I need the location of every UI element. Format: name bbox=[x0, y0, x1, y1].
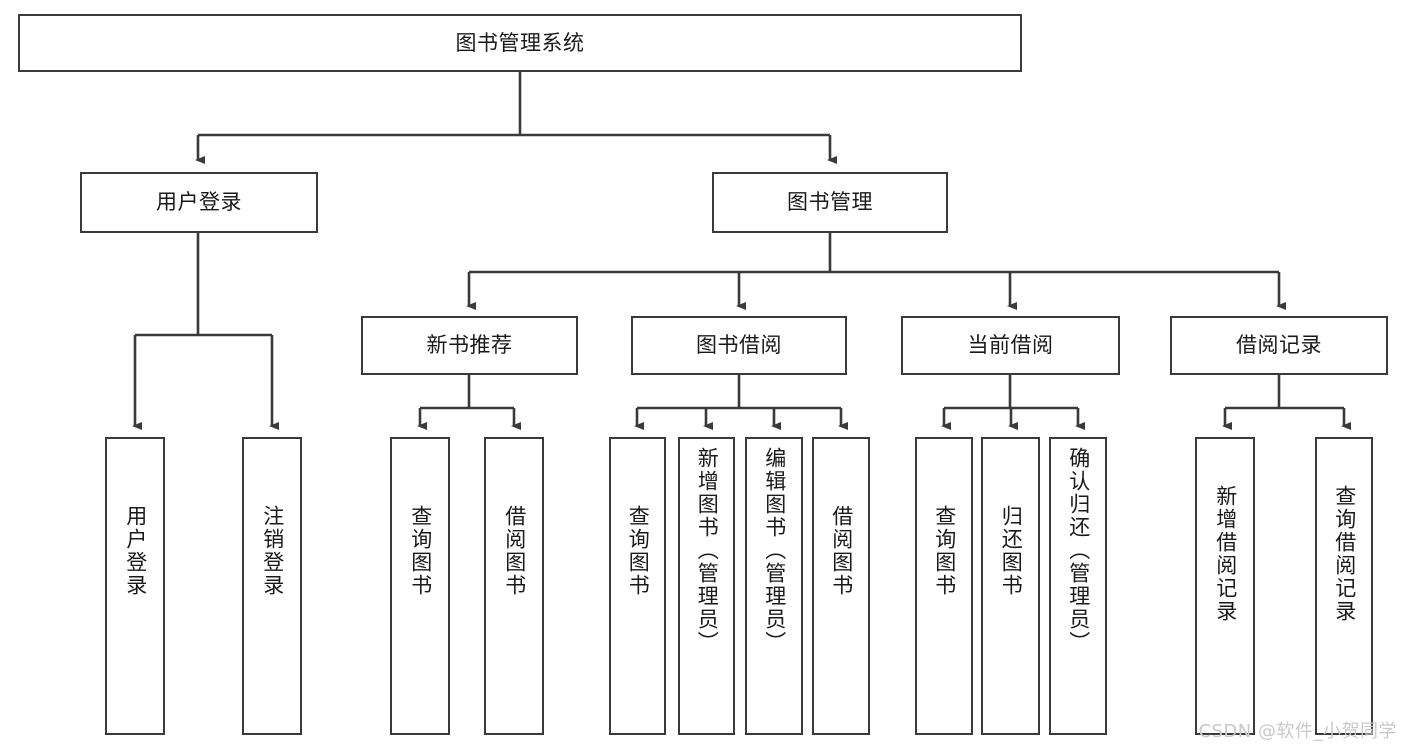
leaf-user-logout[interactable]: 注销登录 bbox=[242, 437, 302, 735]
node-label: 查询图书 bbox=[408, 505, 433, 597]
node-label: 图书借阅 bbox=[696, 333, 782, 358]
node-current-borrow[interactable]: 当前借阅 bbox=[901, 316, 1120, 375]
node-label: 用户登录 bbox=[156, 190, 242, 215]
node-label: 查询图书 bbox=[932, 505, 957, 597]
node-label: 查询借阅记录 bbox=[1332, 485, 1357, 623]
leaf-borrow-edit-book-admin[interactable]: 编辑图书（管理员） bbox=[745, 437, 803, 735]
leaf-record-add-record[interactable]: 新增借阅记录 bbox=[1195, 437, 1255, 735]
node-label: 新增图书（管理员） bbox=[695, 447, 720, 654]
leaf-record-search-record[interactable]: 查询借阅记录 bbox=[1315, 437, 1373, 735]
node-label: 查询图书 bbox=[626, 505, 651, 597]
csdn-watermark: CSDN @软件_小贺同学 bbox=[1198, 721, 1397, 742]
node-user-login[interactable]: 用户登录 bbox=[80, 172, 318, 233]
node-label: 注销登录 bbox=[260, 505, 285, 597]
node-new-book-recommend[interactable]: 新书推荐 bbox=[361, 316, 578, 375]
node-borrow-record[interactable]: 借阅记录 bbox=[1170, 316, 1388, 375]
leaf-user-login[interactable]: 用户登录 bbox=[105, 437, 165, 735]
node-label: 编辑图书（管理员） bbox=[762, 447, 787, 654]
node-label: 归还图书 bbox=[999, 505, 1024, 597]
leaf-recommend-borrow-book[interactable]: 借阅图书 bbox=[484, 437, 544, 735]
node-label: 当前借阅 bbox=[967, 333, 1054, 358]
leaf-current-query-book[interactable]: 查询图书 bbox=[915, 437, 973, 735]
node-label: 用户登录 bbox=[123, 505, 148, 597]
leaf-borrow-add-book-admin[interactable]: 新增图书（管理员） bbox=[678, 437, 735, 735]
leaf-recommend-query-book[interactable]: 查询图书 bbox=[390, 437, 450, 735]
leaf-borrow-do-borrow[interactable]: 借阅图书 bbox=[812, 437, 870, 735]
node-label: 图书管理系统 bbox=[455, 30, 585, 55]
node-book-borrow[interactable]: 图书借阅 bbox=[631, 316, 847, 375]
node-label: 新书推荐 bbox=[426, 333, 513, 358]
node-root-system[interactable]: 图书管理系统 bbox=[18, 14, 1022, 72]
leaf-current-return-book[interactable]: 归还图书 bbox=[981, 437, 1040, 735]
node-label: 借阅图书 bbox=[829, 505, 854, 597]
leaf-current-confirm-return-admin[interactable]: 确认归还（管理员） bbox=[1049, 437, 1107, 735]
node-label: 借阅记录 bbox=[1236, 333, 1322, 358]
leaf-borrow-query-book[interactable]: 查询图书 bbox=[609, 437, 666, 735]
node-label: 新增借阅记录 bbox=[1213, 485, 1238, 623]
node-book-manage[interactable]: 图书管理 bbox=[712, 172, 948, 233]
node-label: 借阅图书 bbox=[502, 505, 527, 597]
node-label: 图书管理 bbox=[787, 190, 873, 215]
node-label: 确认归还（管理员） bbox=[1066, 447, 1091, 654]
